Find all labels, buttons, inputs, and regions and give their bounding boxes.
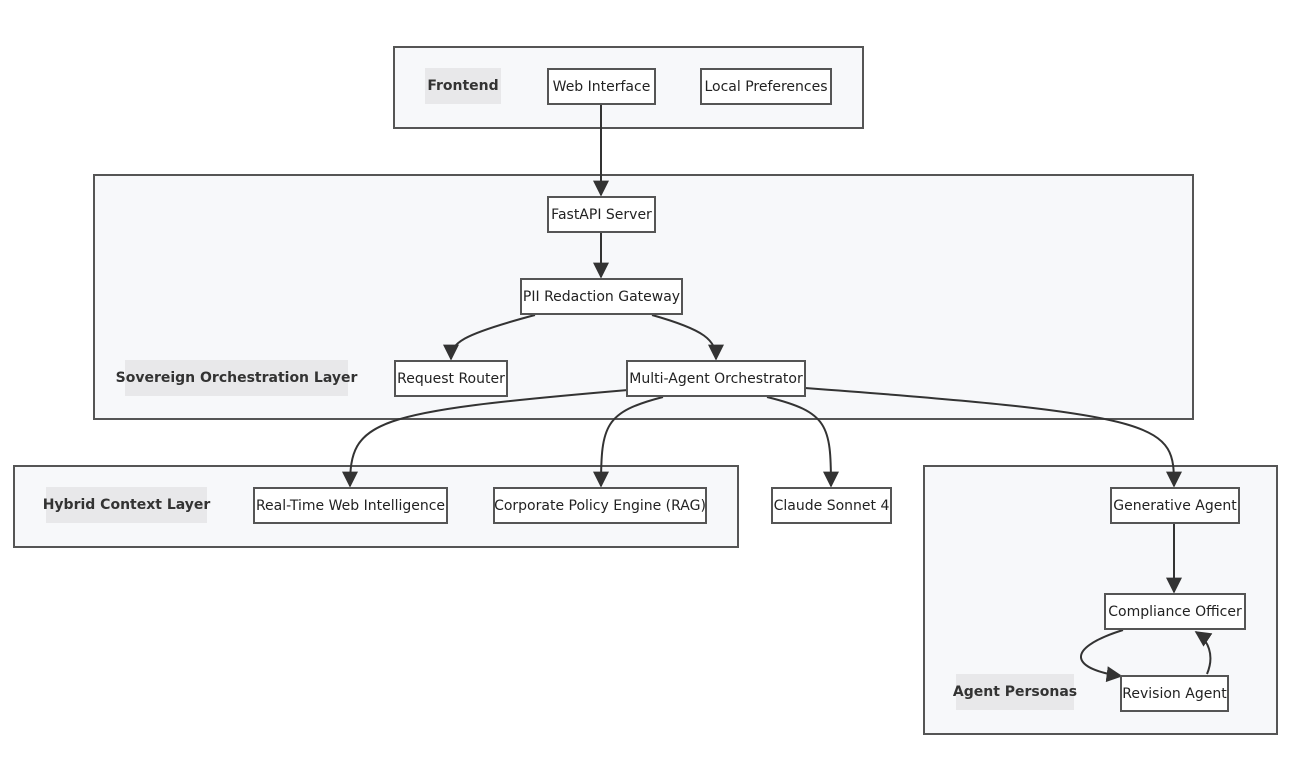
compliance-officer-node: Compliance Officer bbox=[1104, 593, 1246, 630]
edge-orchestrator-to-policy bbox=[593, 396, 664, 488]
request-router-node: Request Router bbox=[394, 360, 508, 397]
web-interface-node: Web Interface bbox=[547, 68, 656, 105]
real-time-web-intelligence-node: Real-Time Web Intelligence bbox=[253, 487, 448, 524]
edge-revision-to-compliance bbox=[1194, 631, 1213, 675]
edge-pii-to-orchestrator bbox=[651, 314, 724, 361]
edge-orchestrator-to-generative bbox=[804, 387, 1182, 488]
corporate-policy-engine-node: Corporate Policy Engine (RAG) bbox=[493, 487, 707, 524]
multi-agent-orchestrator-node: Multi-Agent Orchestrator bbox=[626, 360, 806, 397]
edge-orchestrator-to-claude bbox=[766, 396, 839, 488]
generative-agent-node: Generative Agent bbox=[1110, 487, 1240, 524]
agent-personas-label: Agent Personas bbox=[953, 674, 1077, 710]
fastapi-server-node: FastAPI Server bbox=[547, 196, 656, 233]
local-preferences-node: Local Preferences bbox=[700, 68, 832, 105]
orchestration-layer-label: Sovereign Orchestration Layer bbox=[116, 360, 357, 396]
claude-sonnet-node: Claude Sonnet 4 bbox=[771, 487, 892, 524]
edge-orchestrator-to-web-intel bbox=[342, 389, 629, 488]
pii-redaction-gateway-node: PII Redaction Gateway bbox=[520, 278, 683, 315]
frontend-group-label: Frontend bbox=[425, 68, 501, 104]
hybrid-context-layer-label: Hybrid Context Layer bbox=[43, 487, 210, 523]
revision-agent-node: Revision Agent bbox=[1120, 675, 1229, 712]
edge-compliance-to-revision bbox=[1080, 629, 1124, 683]
edge-pii-to-router bbox=[443, 314, 536, 361]
